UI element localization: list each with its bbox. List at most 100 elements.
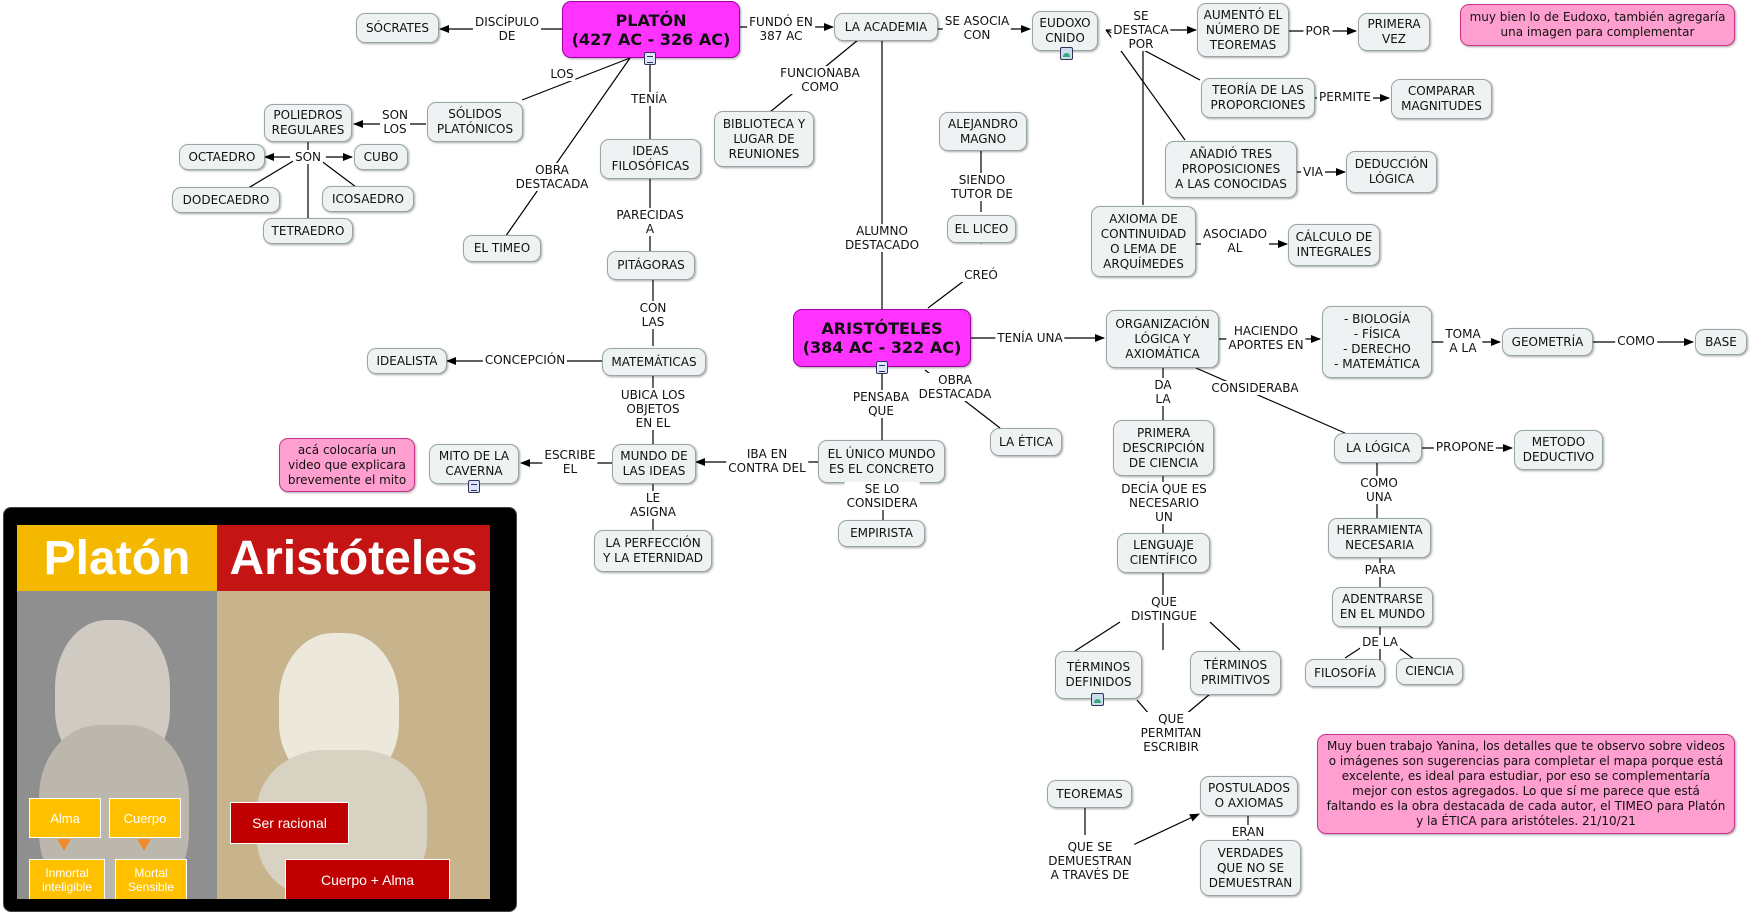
link-label: QUE SE DEMUESTRAN A TRAVÉS DE bbox=[1046, 840, 1134, 882]
link-label: QUE PERMITAN ESCRIBIR bbox=[1138, 712, 1204, 754]
link-label: SE ASOCIA CON bbox=[942, 14, 1012, 42]
document-icon[interactable] bbox=[876, 361, 888, 374]
node-octaedro[interactable]: OCTAEDRO bbox=[179, 144, 265, 170]
note-mito[interactable]: acá colocaría un video que explicara bre… bbox=[279, 438, 415, 492]
node-mundo-concreto[interactable]: EL ÚNICO MUNDO ES EL CONCRETO bbox=[818, 440, 945, 483]
node-ideas[interactable]: IDEAS FILOSÓFICAS bbox=[600, 139, 701, 179]
link-label: HACIENDO APORTES EN bbox=[1226, 324, 1306, 352]
link-label: PARECIDAS A bbox=[614, 208, 686, 236]
node-herramienta[interactable]: HERRAMIENTA NECESARIA bbox=[1328, 518, 1431, 558]
link-label: TENÍA UNA bbox=[995, 331, 1065, 345]
node-eudoxo[interactable]: EUDOXO CNIDO bbox=[1032, 11, 1098, 51]
node-comparar[interactable]: COMPARAR MAGNITUDES bbox=[1391, 79, 1492, 119]
link-label: IBA EN CONTRA DEL bbox=[726, 447, 808, 475]
link-label: VIA bbox=[1301, 165, 1325, 179]
link-label: LE ASIGNA bbox=[628, 491, 678, 519]
node-teoremas[interactable]: TEOREMAS bbox=[1047, 780, 1132, 808]
link-label: TOMA A LA bbox=[1443, 327, 1483, 355]
node-solidos[interactable]: SÓLIDOS PLATÓNICOS bbox=[427, 102, 523, 142]
node-aumento[interactable]: AUMENTÓ EL NÚMERO DE TEOREMAS bbox=[1197, 3, 1289, 57]
node-filosofia[interactable]: FILOSOFÍA bbox=[1305, 659, 1385, 687]
link-label: POR bbox=[1303, 24, 1333, 38]
link-label: CONCEPCIÓN bbox=[482, 353, 568, 367]
node-aristoteles[interactable]: ARISTÓTELES (384 AC - 322 AC) bbox=[793, 309, 971, 367]
node-logica[interactable]: LA LÓGICA bbox=[1334, 433, 1422, 463]
node-mito[interactable]: MITO DE LA CAVERNA bbox=[429, 444, 519, 484]
node-deduccion[interactable]: DEDUCCIÓN LÓGICA bbox=[1346, 151, 1437, 193]
node-timeo[interactable]: EL TIMEO bbox=[463, 235, 541, 262]
node-organizacion[interactable]: ORGANIZACIÓN LÓGICA Y AXIOMÁTICA bbox=[1106, 310, 1219, 368]
link-label: ESCRIBE EL bbox=[542, 448, 598, 476]
link-label: PERMITE bbox=[1317, 90, 1373, 104]
link-label: DISCÍPULO DE bbox=[472, 15, 542, 43]
link-label: CONSIDERABA bbox=[1209, 381, 1301, 395]
node-matematicas[interactable]: MATEMÁTICAS bbox=[602, 348, 706, 376]
link-label: DA LA bbox=[1152, 378, 1174, 406]
document-icon[interactable] bbox=[468, 480, 480, 493]
link-label: CON LAS bbox=[637, 301, 669, 329]
node-lenguaje[interactable]: LENGUAJE CIENTÍFICO bbox=[1117, 533, 1210, 573]
picture-box-cuerpo-alma: Cuerpo + Alma bbox=[285, 859, 450, 899]
node-ramas[interactable]: - BIOLOGÍA - FÍSICA - DERECHO - MATEMÁTI… bbox=[1322, 306, 1432, 378]
note-general[interactable]: Muy buen trabajo Yanina, los detalles qu… bbox=[1317, 734, 1735, 834]
link-label: SE DESTACA POR bbox=[1111, 9, 1171, 51]
node-anadio[interactable]: AÑADIÓ TRES PROPOSICIONES A LAS CONOCIDA… bbox=[1165, 141, 1297, 198]
node-platon[interactable]: PLATÓN (427 AC - 326 AC) bbox=[562, 1, 740, 58]
node-geometria[interactable]: GEOMETRÍA bbox=[1502, 328, 1593, 356]
node-primera-descripcion[interactable]: PRIMERA DESCRIPCIÓN DE CIENCIA bbox=[1113, 420, 1214, 476]
link-label: SE LO CONSIDERA bbox=[844, 482, 920, 510]
link-label: CREÓ bbox=[962, 268, 1000, 282]
node-calculo[interactable]: CÁLCULO DE INTEGRALES bbox=[1288, 224, 1380, 266]
node-verdades[interactable]: VERDADES QUE NO SE DEMUESTRAN bbox=[1200, 840, 1301, 896]
node-alejandro[interactable]: ALEJANDRO MAGNO bbox=[939, 112, 1027, 151]
link-label: DE LA bbox=[1360, 635, 1400, 649]
node-tetraedro[interactable]: TETRAEDRO bbox=[263, 218, 353, 244]
link-label: SON bbox=[292, 150, 324, 164]
node-biblioteca[interactable]: BIBLIOTECA Y LUGAR DE REUNIONES bbox=[714, 111, 814, 167]
node-dodecaedro[interactable]: DODECAEDRO bbox=[172, 187, 280, 213]
node-base[interactable]: BASE bbox=[1695, 329, 1747, 355]
node-teoria-proporciones[interactable]: TEORÍA DE LAS PROPORCIONES bbox=[1201, 78, 1315, 118]
node-mundo-ideas[interactable]: MUNDO DE LAS IDEAS bbox=[612, 444, 696, 484]
arrow-down-icon bbox=[57, 839, 71, 851]
node-metodo[interactable]: METODO DEDUCTIVO bbox=[1514, 430, 1603, 470]
link-label: ALUMNO DESTACADO bbox=[842, 224, 922, 252]
node-axioma[interactable]: AXIOMA DE CONTINUIDAD O LEMA DE ARQUÍMED… bbox=[1091, 206, 1196, 277]
link-label: FUNDÓ EN 387 AC bbox=[747, 15, 815, 43]
node-poliedros[interactable]: POLIEDROS REGULARES bbox=[264, 104, 352, 142]
node-academia[interactable]: LA ACADEMIA bbox=[834, 13, 938, 41]
note-eudoxo[interactable]: muy bien lo de Eudoxo, también agregaría… bbox=[1460, 4, 1735, 46]
node-adentrarse[interactable]: ADENTRARSE EN EL MUNDO bbox=[1332, 587, 1433, 627]
link-label: COMO bbox=[1615, 334, 1657, 348]
link-label: ERAN bbox=[1229, 825, 1267, 839]
node-terminos-definidos[interactable]: TÉRMINOS DEFINIDOS bbox=[1055, 651, 1142, 699]
link-label: SON LOS bbox=[379, 108, 411, 136]
node-empirista[interactable]: EMPIRISTA bbox=[838, 520, 925, 547]
node-ciencia[interactable]: CIENCIA bbox=[1396, 658, 1463, 685]
link-label: PENSABA QUE bbox=[850, 390, 912, 418]
node-liceo[interactable]: EL LICEO bbox=[947, 215, 1016, 243]
image-icon[interactable] bbox=[1060, 47, 1073, 60]
embedded-image[interactable]: Platón Aristóteles Alma Cuerpo Inmortal … bbox=[3, 507, 517, 912]
picture-title-aristoteles: Aristóteles bbox=[217, 525, 490, 591]
node-primera-vez[interactable]: PRIMERA VEZ bbox=[1358, 13, 1430, 51]
link-label: DECÍA QUE ES NECESARIO UN bbox=[1119, 482, 1209, 524]
image-icon[interactable] bbox=[1091, 693, 1104, 706]
node-etica[interactable]: LA ÉTICA bbox=[990, 428, 1062, 456]
link-label: TENÍA bbox=[629, 92, 669, 106]
link-label: COMO UNA bbox=[1358, 476, 1400, 504]
node-icosaedro[interactable]: ICOSAEDRO bbox=[322, 186, 414, 212]
node-terminos-primitivos[interactable]: TÉRMINOS PRIMITIVOS bbox=[1190, 651, 1281, 695]
node-postulados[interactable]: POSTULADOS O AXIOMAS bbox=[1200, 776, 1298, 816]
link-label: QUE DISTINGUE bbox=[1129, 595, 1199, 623]
node-pitagoras[interactable]: PITÁGORAS bbox=[607, 251, 695, 280]
link-label: LOS bbox=[548, 67, 576, 81]
document-icon[interactable] bbox=[644, 52, 656, 65]
picture-title-platon: Platón bbox=[17, 525, 217, 591]
node-socrates[interactable]: SÓCRATES bbox=[356, 13, 439, 43]
picture-box-inmortal: Inmortal inteligible bbox=[29, 859, 105, 899]
node-cubo[interactable]: CUBO bbox=[354, 144, 408, 170]
node-idealista[interactable]: IDEALISTA bbox=[367, 348, 447, 374]
picture-box-mortal: Mortal Sensible bbox=[115, 859, 187, 899]
node-perfeccion[interactable]: LA PERFECCIÓN Y LA ETERNIDAD bbox=[594, 530, 712, 572]
